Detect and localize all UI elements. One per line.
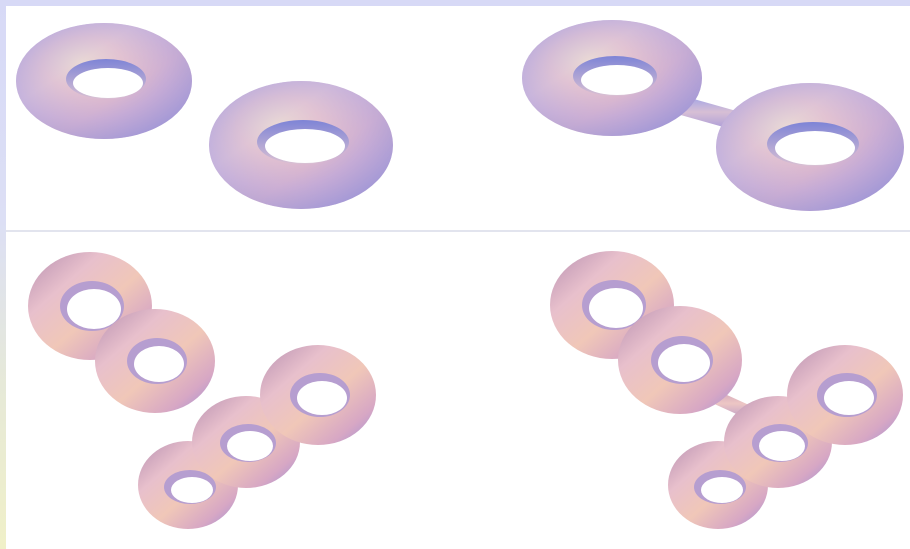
- torus-bottom-left-5: [260, 345, 376, 445]
- torus-top-left-a: [16, 23, 192, 139]
- torus-top-left-b: [209, 81, 393, 209]
- torus-bottom-right-5: [787, 345, 903, 445]
- torus-bottom-right-2: [618, 306, 742, 414]
- torus-top-right-b: [716, 83, 904, 211]
- torus-top-right-a: [522, 20, 702, 136]
- torus-bottom-left-2: [95, 309, 215, 413]
